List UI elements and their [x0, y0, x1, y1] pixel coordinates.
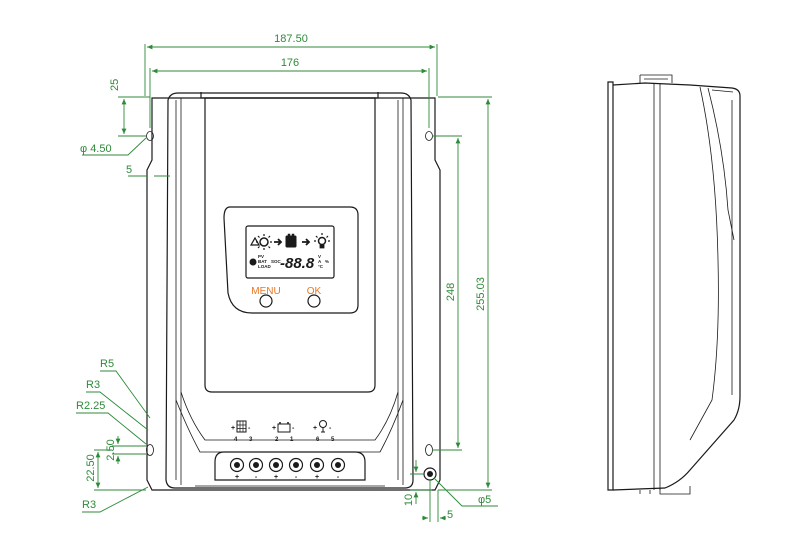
dim-hole-diameter: φ 4.50 [80, 143, 112, 155]
svg-text:4: 4 [234, 437, 238, 443]
terminal-screw[interactable] [309, 457, 325, 473]
mount-slot-bottom-right [425, 444, 433, 456]
label-bat: BAT [258, 259, 267, 264]
terminal-screw[interactable] [248, 457, 264, 473]
dim-edge-offset: 5 [126, 164, 132, 176]
mounting-plate [146, 97, 441, 491]
svg-text:5: 5 [331, 437, 335, 443]
terminal-screw[interactable] [268, 457, 284, 473]
dim-hole-spacing-height: 248 [445, 283, 457, 301]
dimension-lines: 187.50 176 25 φ 4.50 5 248 255.03 R5 R3 … [76, 33, 498, 522]
svg-text:-: - [295, 474, 298, 481]
dim-terminal-hole: φ5 [478, 494, 491, 506]
sun-icon [256, 234, 272, 250]
unit-a: A [318, 259, 322, 264]
dim-bottom-height: 10 [403, 494, 415, 506]
unit-percent: % [325, 259, 329, 264]
label-soc: SOC [271, 259, 282, 264]
lcd-screen [245, 225, 335, 279]
arrow-right-icon-2 [302, 238, 311, 246]
svg-text:+: + [315, 474, 319, 481]
dim-radius-outer: R5 [100, 358, 114, 370]
dim-top-offset: 25 [109, 79, 121, 91]
svg-text:3: 3 [249, 437, 253, 443]
front-view: PV BAT LOAD SOC -88.8 V A °C % MENU OK +… [146, 92, 441, 491]
dim-radius-mid: R3 [86, 379, 100, 391]
front-panel [204, 97, 376, 393]
terminal-screws [229, 457, 346, 473]
side-back-plate [607, 81, 614, 491]
terminal-screw[interactable] [288, 457, 304, 473]
lcd-digits: -88.8 [280, 255, 315, 272]
dim-overall-height: 255.03 [475, 277, 487, 311]
mount-slot-bottom-left [146, 444, 154, 456]
svg-text:+: + [231, 425, 235, 432]
terminal-screw[interactable] [229, 457, 245, 473]
dim-bottom-offset: 22.50 [85, 454, 97, 482]
svg-text:-: - [255, 474, 258, 481]
svg-text:-: - [292, 425, 295, 432]
svg-text:-: - [329, 425, 332, 432]
controller-body [165, 92, 414, 489]
side-view [607, 74, 741, 495]
terminal-block [214, 451, 366, 481]
lcd-readout-row: PV BAT LOAD SOC -88.8 V A °C % [249, 254, 329, 272]
arrow-right-icon-1 [274, 238, 283, 246]
bulb-icon [314, 233, 330, 249]
ok-button[interactable] [307, 294, 321, 308]
display-bezel [223, 206, 359, 314]
terminal-screw[interactable] [330, 457, 346, 473]
unit-v: V [318, 254, 321, 259]
svg-text:-: - [337, 474, 340, 481]
unit-c: °C [318, 264, 324, 269]
side-body-outline [612, 82, 741, 491]
lcd-icon-row [249, 233, 330, 250]
menu-button-label: MENU [251, 286, 280, 297]
dim-bottom-side: 5 [447, 509, 453, 521]
label-pv: PV [258, 254, 264, 259]
status-dot-icon [249, 258, 257, 266]
terminal-polarity-marks: + - + - + - [235, 474, 340, 481]
dim-radius-bottom: R3 [82, 499, 96, 511]
menu-button[interactable] [259, 294, 273, 308]
mount-hole-top-left [146, 131, 154, 141]
svg-text:1: 1 [290, 437, 294, 443]
svg-text:2: 2 [275, 437, 279, 443]
dim-hole-spacing-width: 176 [281, 57, 299, 69]
battery-display-icon [285, 233, 297, 248]
terminal-labels: + - 4 3 + - 2 1 + - 6 5 [231, 420, 335, 443]
solar-panel-icon: + - 4 3 [231, 420, 253, 443]
lamp-icon: + - 6 5 [313, 420, 335, 443]
svg-text:+: + [235, 474, 239, 481]
svg-text:+: + [274, 474, 278, 481]
svg-text:-: - [248, 425, 251, 432]
svg-text:+: + [313, 425, 317, 432]
battery-icon: + - 2 1 [272, 422, 295, 443]
mount-hole-top-right [425, 131, 433, 141]
dim-overall-width: 187.50 [274, 33, 308, 45]
svg-text:6: 6 [316, 437, 320, 443]
svg-text:+: + [272, 425, 276, 432]
ok-button-label: OK [307, 286, 322, 297]
dim-radius-small: R2.25 [76, 400, 105, 412]
label-load: LOAD [258, 264, 271, 269]
